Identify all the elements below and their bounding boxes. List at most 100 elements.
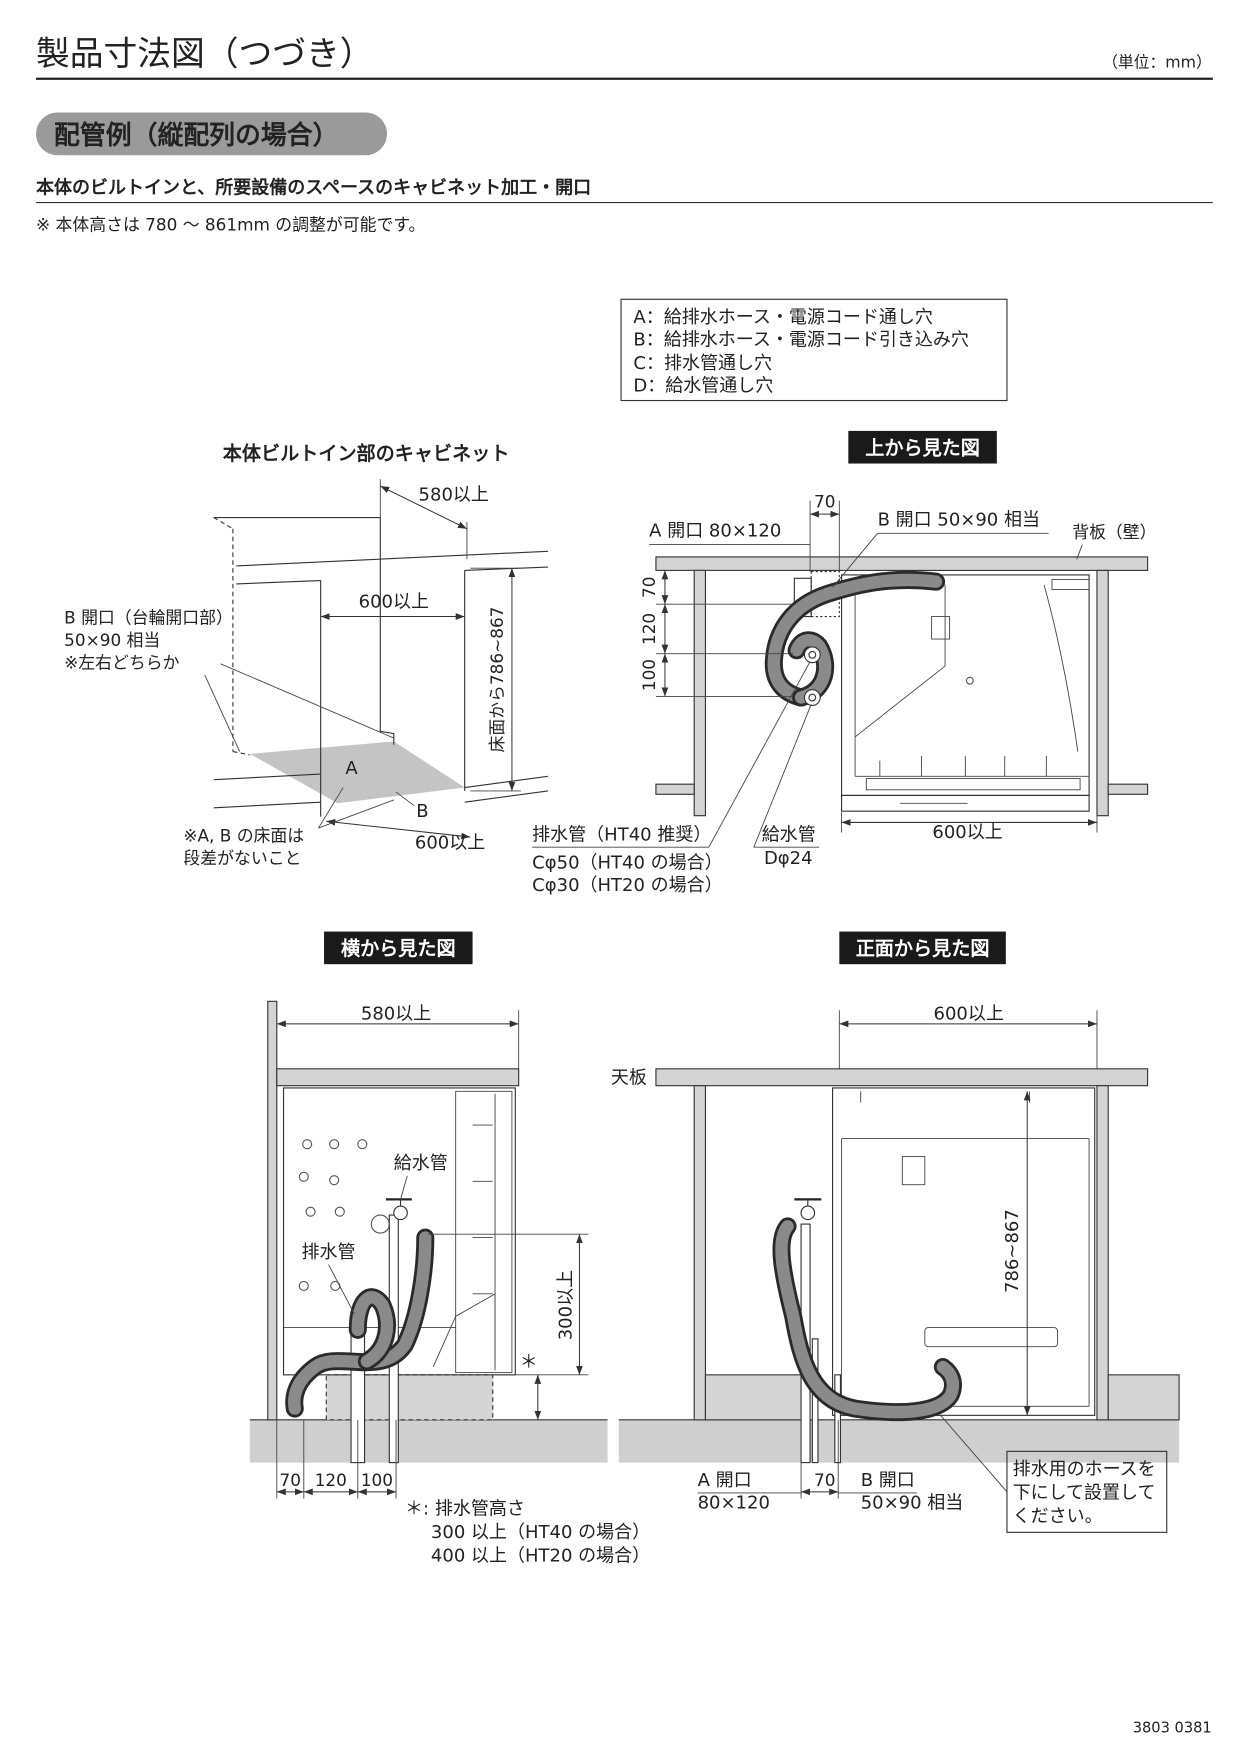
front-a-opening-label: A 開口 (698, 1470, 752, 1491)
cabinet-title: 本体ビルトイン部のキャビネット (223, 442, 510, 465)
spray-center (965, 676, 974, 685)
legend-item-b: B：給排水ホース・電源コード引き込み穴 (633, 329, 968, 350)
floor-band-front (618, 1419, 1180, 1463)
top-dim-70-label: 70 (814, 491, 835, 511)
hose-callout-leader (940, 1415, 1008, 1493)
pump-port (370, 1214, 390, 1234)
bottom-dim-100-label: 100 (361, 1470, 393, 1490)
left-dim-120-label: 120 (639, 613, 659, 645)
countertop-lower-edge-right (464, 566, 548, 571)
right-front-band (1107, 783, 1149, 795)
dishwasher-top (841, 574, 1090, 812)
front-tap-valve (800, 1205, 816, 1221)
left-cabinet-panel (693, 569, 707, 817)
drain-height-note-ht40: 300 以上（HT40 の場合） (431, 1522, 650, 1543)
floor-note-line-1: ※A, B の床面は (183, 826, 304, 846)
section-pill (36, 112, 388, 156)
height-adjust-note: ※ 本体高さは 780 〜 861mm の調整が可能です。 (36, 215, 425, 235)
legend-box: A：給排水ホース・電源コード通し穴 B：給排水ホース・電源コード引き込み穴 C：… (620, 298, 1008, 402)
cabinet-diagram: 本体ビルトイン部のキャビネット 580以上 600以上 床面から786~867 … (64, 442, 549, 868)
back-panel-callout: 背板（壁） (1072, 522, 1156, 542)
bottom-dim-120-label: 120 (315, 1470, 347, 1490)
bottom-dim-70-label: 70 (280, 1470, 301, 1490)
cabinet-width-top-label: 600以上 (359, 592, 429, 613)
front-right-panel (1096, 1085, 1109, 1421)
screw-dot-8 (298, 1280, 309, 1292)
floor-line-right-lower (464, 790, 549, 803)
screw-dot-3 (357, 1139, 368, 1150)
plinth-height-asterisk: ＊ (520, 1352, 538, 1373)
rear-wall (267, 1000, 278, 1421)
drain-height-note-ht20: 400 以上（HT20 の場合） (431, 1546, 650, 1567)
supply-hose (790, 634, 832, 704)
dishwasher-side (282, 1087, 516, 1376)
drain-height-note-title: ＊: 排水管高さ (405, 1498, 525, 1519)
page-header: 製品寸法図（つづき） （単位：mm） (36, 34, 1213, 80)
legend-frame (620, 298, 1008, 402)
document-code: 3803 0381 (1133, 1720, 1212, 1737)
side-drain-leader (328, 1264, 355, 1315)
opening-b-label: B (416, 801, 428, 822)
side-drain-label: 排水管 (302, 1242, 356, 1263)
legend-item-a: A：給排水ホース・電源コード通し穴 (633, 307, 932, 328)
drain-hole-ht40: Cφ50（HT40 の場合） (532, 853, 723, 874)
cabinet-depth-label: 580以上 (419, 485, 489, 506)
top-view-label: 上から見た図 (865, 437, 980, 460)
b-opening-callout: B 開口 50×90 相当 (878, 509, 1040, 530)
side-height-label: 300以上 (556, 1270, 577, 1340)
b-opening-label: B 開口（台輪開口部） (64, 607, 233, 627)
b-opening-size: 50×90 相当 (64, 630, 160, 650)
screw-dot-2 (329, 1139, 340, 1150)
b-opening-leader-right (220, 663, 394, 739)
front-width-label: 600以上 (934, 1003, 1004, 1024)
hidden-floor-edge (232, 751, 250, 756)
front-right-plinth (1107, 1374, 1180, 1421)
front-b-opening-label: B 開口 (861, 1470, 915, 1491)
side-tap-valve (393, 1205, 408, 1221)
b-opening-side-note: ※左右どちらか (64, 652, 179, 672)
left-front-band (655, 783, 695, 795)
left-dim-100-label: 100 (639, 659, 659, 691)
countertop-front (655, 1068, 1149, 1087)
front-view: 正面から見た図 600以上 天板 786~867 (611, 931, 1180, 1533)
front-handle-slot (924, 1327, 1059, 1348)
supply-hole-size: Dφ24 (764, 848, 813, 869)
countertop-label: 天板 (611, 1067, 647, 1088)
opening-back-edge (379, 517, 395, 745)
dishwasher-front (832, 1087, 1096, 1416)
side-door-column (455, 1090, 513, 1374)
floor-note-line-2: 段差がないこと (183, 848, 301, 868)
top-width-label: 600以上 (932, 822, 1002, 843)
section-subheading: 本体のビルトインと、所要設備のスペースのキャビネット加工・開口 (36, 177, 591, 199)
supply-pipe-label: 給水管 (762, 824, 816, 845)
side-loop-hose (351, 1291, 394, 1368)
screw-dot-4 (298, 1171, 309, 1182)
legend-item-d: D：給水管通し穴 (633, 376, 773, 397)
side-supply-label: 給水管 (394, 1153, 448, 1174)
hose-callout-line-2: 下にして設置して (1013, 1483, 1156, 1504)
floor-line-left-lower (213, 801, 321, 809)
front-left-plinth (704, 1374, 802, 1421)
rear-bracket (1051, 578, 1090, 590)
front-height-label: 786~867 (1002, 1209, 1023, 1293)
supply-hole-d-inner (808, 693, 817, 702)
front-dim-70-label: 70 (814, 1470, 835, 1490)
drain-pipe-leader (708, 661, 811, 848)
opening-a-label: A (345, 758, 358, 779)
hose-callout-line-3: ください。 (1013, 1506, 1103, 1527)
front-drain-hose (775, 1220, 960, 1419)
floor-band-side (249, 1419, 608, 1463)
front-a-opening-size: 80×120 (698, 1493, 770, 1514)
front-b-opening-size: 50×90 相当 (861, 1493, 964, 1514)
drain-pipe-label: 排水管（HT40 推奨） (532, 824, 711, 845)
countertop-front-edge (236, 550, 548, 567)
right-cabinet-panel (1096, 569, 1109, 817)
floor-line-right-upper (464, 775, 549, 789)
screw-dot-6 (305, 1206, 316, 1217)
top-view: 上から見た図 (532, 430, 1157, 896)
countertop-side (276, 1068, 520, 1087)
b-opening-leader (832, 532, 878, 588)
side-internal-bracket (432, 1293, 496, 1368)
